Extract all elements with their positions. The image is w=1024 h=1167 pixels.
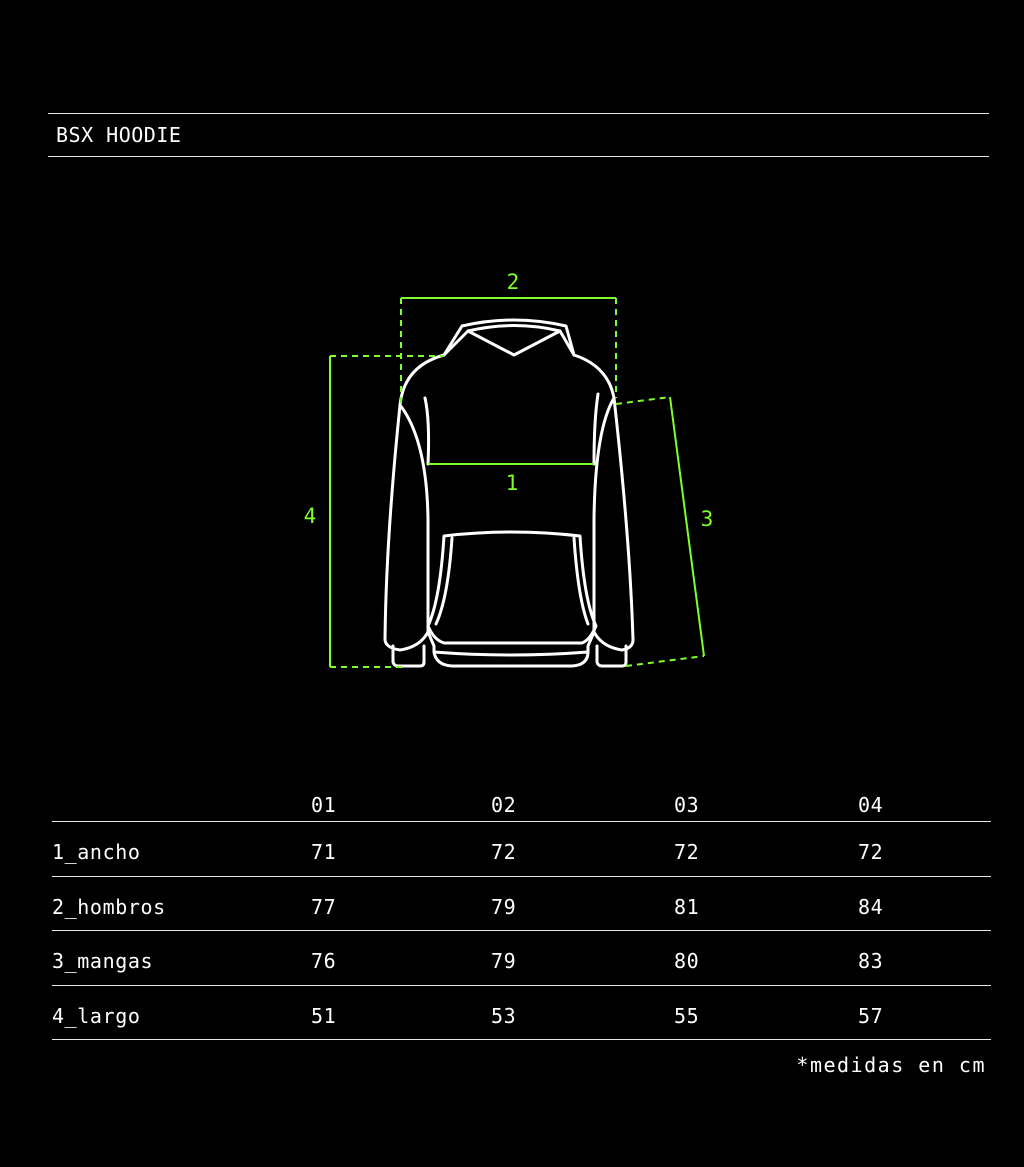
left-cuff xyxy=(391,644,426,668)
right-underarm-line xyxy=(592,392,600,466)
left-sleeve-seam xyxy=(398,403,430,634)
product-title: BSX HOODIE xyxy=(56,123,182,147)
cell-value: 80 xyxy=(674,949,700,973)
measurement-guides xyxy=(329,297,705,668)
right-sleeve-seam xyxy=(592,396,616,634)
cell-value: 55 xyxy=(674,1003,700,1028)
pocket-left-opening xyxy=(434,536,454,626)
cell-value: 79 xyxy=(491,949,517,973)
shoulders-label: 2 xyxy=(507,270,520,294)
cell-value: 81 xyxy=(674,894,700,919)
cell-value: 72 xyxy=(674,840,700,864)
cell-value: 72 xyxy=(491,840,517,864)
table-row: 4_largo 51 53 55 57 xyxy=(52,986,991,1040)
size-header-01: 01 xyxy=(311,793,337,817)
sleeves-bottom-extension xyxy=(625,655,705,667)
sleeves-line xyxy=(669,396,705,657)
chest-width-label: 1 xyxy=(506,471,519,495)
hood-front-left xyxy=(442,329,470,357)
title-bottom-rule xyxy=(48,156,989,157)
row-label: 4_largo xyxy=(52,1003,141,1028)
cell-value: 76 xyxy=(311,949,337,973)
right-cuff xyxy=(595,644,628,668)
hood-outer xyxy=(442,318,576,357)
cell-value: 72 xyxy=(858,840,884,864)
hood-front-right xyxy=(558,329,576,357)
table-row: 1_ancho 71 72 72 72 xyxy=(52,822,991,877)
pocket-outline xyxy=(426,530,598,645)
size-table-header: 01 02 03 04 xyxy=(52,786,991,822)
size-header-04: 04 xyxy=(858,793,884,817)
hoodie-outline xyxy=(383,318,635,668)
cell-value: 57 xyxy=(858,1003,884,1028)
table-row: 2_hombros 77 79 81 84 xyxy=(52,877,991,931)
table-row: 3_mangas 76 79 80 83 xyxy=(52,931,991,986)
title-top-rule xyxy=(48,113,989,114)
size-header-02: 02 xyxy=(491,793,517,817)
cell-value: 71 xyxy=(311,840,337,864)
body-outline xyxy=(383,353,635,668)
sleeves-label: 3 xyxy=(701,507,714,531)
cell-value: 77 xyxy=(311,894,337,919)
pocket-right-opening xyxy=(572,536,590,626)
cell-value: 51 xyxy=(311,1003,337,1028)
sleeves-top-extension xyxy=(615,396,671,405)
length-label: 4 xyxy=(304,504,317,528)
cell-value: 53 xyxy=(491,1003,517,1028)
hood-opening xyxy=(466,324,562,357)
cell-value: 79 xyxy=(491,894,517,919)
size-header-03: 03 xyxy=(674,793,700,817)
row-label: 3_mangas xyxy=(52,949,154,973)
cell-value: 84 xyxy=(858,894,884,919)
cell-value: 83 xyxy=(858,949,884,973)
hem-band-line xyxy=(432,650,590,657)
units-footnote: *medidas en cm xyxy=(796,1053,986,1077)
size-table: 01 02 03 04 1_ancho 71 72 72 72 2_hombro… xyxy=(52,786,991,1040)
left-underarm-line xyxy=(423,396,431,466)
row-label: 1_ancho xyxy=(52,840,141,864)
row-label: 2_hombros xyxy=(52,894,166,919)
